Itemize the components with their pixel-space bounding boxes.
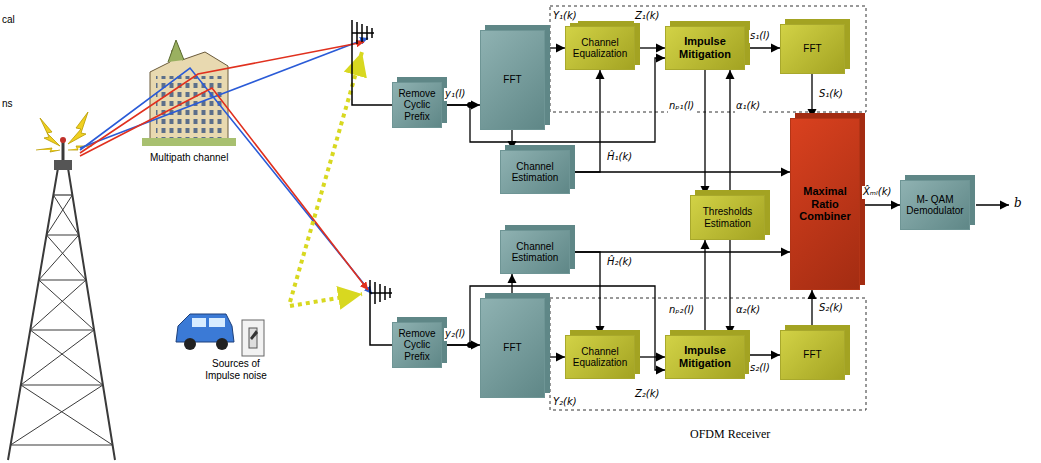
signal-name: S₁(k)	[818, 88, 844, 101]
process-block: FFT	[480, 30, 545, 130]
block-label: M- QAM Demodulator	[904, 194, 966, 217]
process-block: Channel Estimation	[500, 230, 570, 274]
signal-name: nₚ₂(l)	[668, 304, 695, 317]
block-label: Impulse Mitigation	[669, 35, 741, 60]
signal-arrow	[570, 251, 790, 252]
signal-name: S₂(k)	[818, 302, 844, 315]
signal-name: α₁(k)	[735, 100, 761, 113]
signal-name: X̂ₘₗ(k)	[862, 186, 892, 199]
signal-arrow	[729, 240, 730, 335]
multipath-rays	[80, 38, 372, 294]
block-label: FFT	[503, 74, 521, 86]
signal-name: y₁(l)	[444, 88, 467, 101]
process-block: FFT	[780, 24, 845, 74]
signal-name: Ĥ₂(k)	[606, 256, 633, 269]
signal-name: y₂(l)	[444, 328, 467, 341]
antenna	[370, 280, 392, 345]
block-label: FFT	[803, 43, 821, 55]
process-block: Channel Equalization	[565, 335, 635, 379]
signal-arrow	[745, 354, 780, 355]
antenna-tip	[60, 137, 66, 143]
dashed-group	[550, 6, 866, 112]
car	[176, 314, 234, 350]
signal-arrow	[860, 204, 900, 205]
signal-name: Ĥ₁(k)	[606, 151, 633, 164]
block-label: Channel Estimation	[504, 241, 566, 264]
signal-arrow	[570, 171, 790, 172]
signal-arrow	[511, 130, 512, 150]
signal-name: Z₂(k)	[634, 388, 660, 401]
signal-name: s₁(l)	[749, 30, 771, 43]
process-block: M- QAM Demodulator	[900, 180, 970, 230]
signal-arrow	[511, 274, 512, 298]
process-block: Channel Equalization	[565, 26, 635, 70]
process-block: Remove Cyclic Prefix	[392, 82, 442, 128]
process-block: Impulse Mitigation	[665, 26, 745, 70]
process-block: Remove Cyclic Prefix	[392, 322, 442, 368]
signal-name: α₂(k)	[735, 304, 761, 317]
process-block: Thresholds Estimation	[690, 195, 765, 240]
block-label: FFT	[803, 349, 821, 361]
block-label: Impulse Mitigation	[669, 344, 741, 369]
channel-label: Multipath channel	[150, 152, 228, 164]
signal-name: Z₁(k)	[634, 10, 660, 23]
signal-arrow	[570, 70, 600, 172]
signal-name: nₚ₁(l)	[668, 100, 695, 113]
dashed-group	[550, 298, 866, 410]
signal-name: Y₁(k)	[552, 10, 578, 23]
cut-off-label: cal	[2, 14, 15, 26]
process-block: Impulse Mitigation	[665, 335, 745, 379]
process-block: FFT	[480, 298, 545, 398]
signal-arrow	[729, 70, 730, 195]
block-label: Thresholds Estimation	[694, 206, 761, 229]
noise-source-label: Sources of Impulse noise	[196, 358, 276, 381]
signal-arrow	[704, 240, 705, 335]
signal-name: s₂(l)	[749, 362, 771, 375]
antenna	[352, 20, 392, 105]
block-label: Remove Cyclic Prefix	[396, 328, 438, 363]
signal-arrow	[570, 252, 600, 335]
receiver-label: OFDM Receiver	[690, 428, 770, 442]
impulse-noise-path	[290, 52, 362, 306]
signal-arrow	[545, 356, 565, 357]
block-label: Maximal Ratio Combiner	[794, 185, 856, 223]
block-label: FFT	[503, 342, 521, 354]
block-label: Remove Cyclic Prefix	[396, 88, 438, 123]
light-switch	[242, 320, 264, 356]
signal-arrow	[745, 47, 780, 48]
signal-arrow	[635, 47, 665, 48]
signal-arrow	[442, 58, 665, 142]
radio-tower	[8, 140, 115, 460]
block-label: Channel Equalization	[569, 346, 631, 369]
signal-arrow	[811, 290, 812, 330]
signal-name: Y₂(k)	[552, 396, 578, 409]
process-block: FFT	[780, 330, 845, 380]
process-block: Channel Estimation	[500, 150, 570, 194]
block-label: Channel Equalization	[569, 37, 631, 60]
signal-arrow	[545, 47, 565, 48]
output-arrow	[976, 204, 1009, 205]
block-label: Channel Estimation	[504, 161, 566, 184]
combiner-block: Maximal Ratio Combiner	[790, 118, 860, 290]
signal-arrow	[635, 356, 665, 357]
signal-arrow	[704, 70, 705, 195]
output-bit-label: b	[1014, 197, 1022, 211]
signal-arrow	[811, 74, 812, 118]
cut-off-label: ns	[2, 98, 13, 110]
